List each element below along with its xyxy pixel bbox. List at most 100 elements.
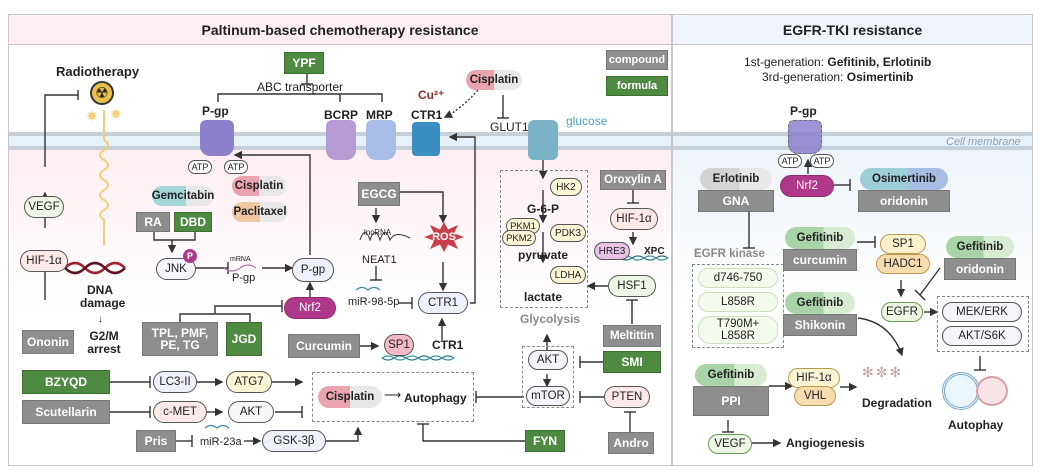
vhl-node: VHL xyxy=(794,386,836,406)
bcrp-label: BCRP xyxy=(324,108,359,122)
degradation-label: Degradation xyxy=(862,396,933,410)
mtor-node: mTOR xyxy=(526,386,570,406)
mek-erk-node: MEK/ERK xyxy=(942,302,1022,322)
pgp-transporter-label: P-gp xyxy=(202,104,229,118)
glycolysis-label: Glycolysis xyxy=(520,312,581,326)
pgp-mrna-label: P-gp xyxy=(232,272,256,284)
platinum-panel-title: Paltinum-based chemotherapy resistance xyxy=(9,15,671,45)
jnk-node: JNK xyxy=(156,258,196,280)
paclitaxel-drug: Paclitaxel xyxy=(232,202,288,222)
osimertinib-drug: Osimertinib xyxy=(860,168,948,190)
dna-damage-label: DNA damage xyxy=(80,283,126,310)
downstream-box xyxy=(937,296,1029,352)
mrp-transporter-icon xyxy=(366,120,396,160)
dbd-box: DBD xyxy=(174,212,212,232)
cmet-node: c-MET xyxy=(153,401,207,423)
ononin-box: Ononin xyxy=(22,330,74,354)
gna-box: GNA xyxy=(698,190,774,212)
degradation-icon: ✻✼✻ xyxy=(862,364,904,380)
angiogenesis-label: Angiogenesis xyxy=(786,436,865,450)
sp1-right-node: SP1 xyxy=(880,234,926,254)
lncrna-label: lncRNA xyxy=(364,228,392,237)
cisplatin-pgp-drug: Cisplatin xyxy=(232,176,286,196)
glut1-transporter-icon xyxy=(528,120,558,160)
bcrp-transporter-icon xyxy=(326,120,356,160)
gen1-text: 1st-generation: Gefitinib, Erlotinib xyxy=(744,55,931,69)
autophagy-label: Autophagy xyxy=(404,391,467,405)
gen3-drugs: Osimertinib xyxy=(846,70,914,84)
egcg-box: EGCG xyxy=(358,182,400,206)
ctr1-node: CTR1 xyxy=(418,292,468,314)
mrna-label: mRNA xyxy=(230,256,251,263)
gen1-prefix: 1st-generation: xyxy=(744,55,828,69)
autophagosome-icon xyxy=(942,372,980,410)
egfr-mutations-box xyxy=(692,264,784,348)
gemcitabin-drug: Gemcitabin xyxy=(152,186,214,206)
g6p-label: G-6-P xyxy=(527,202,560,216)
gefitinib-ppi-drug: Gefitinib xyxy=(695,364,767,386)
ctr1-gene-label: CTR1 xyxy=(432,338,464,352)
abc-transporter-label: ABC transporter xyxy=(257,80,344,94)
egfr-node: EGFR xyxy=(881,302,923,322)
cell-membrane-right xyxy=(673,132,1032,150)
lysosome-icon xyxy=(976,376,1008,406)
atp-right-left: ATP xyxy=(778,154,802,168)
cisplatin-top-drug: Cisplatin xyxy=(466,70,522,90)
gen3-text: 3rd-generation: Osimertinib xyxy=(762,70,913,84)
oridonin-box-1: oridonin xyxy=(858,190,950,212)
atp-right: ATP xyxy=(224,160,248,174)
lactate-label: lactate xyxy=(524,290,563,304)
pgp-right-transporter-icon xyxy=(788,120,822,154)
smi-box: SMI xyxy=(603,351,661,373)
vegf-right-node: VEGF xyxy=(708,434,752,454)
egfr-panel-title: EGFR-TKI resistance xyxy=(673,15,1032,45)
radiation-icon: ☢ xyxy=(90,81,114,105)
atp-left: ATP xyxy=(188,160,212,174)
andro-box: Andro xyxy=(608,432,654,454)
vegf-node: VEGF xyxy=(24,196,64,218)
mrp-label: MRP xyxy=(366,108,393,122)
pgp-right-label: P-gp xyxy=(790,104,817,118)
pgp-node: P-gp xyxy=(292,258,334,282)
curcumin-right-box: curcumin xyxy=(783,249,857,271)
hk2-node: HK2 xyxy=(550,178,582,196)
neat1-label: NEAT1 xyxy=(362,254,397,266)
akt-mtor-box xyxy=(522,346,574,408)
glycolysis-box xyxy=(500,170,588,308)
oridonin-box-2: oridonin xyxy=(944,258,1016,280)
hsf1-node: HSF1 xyxy=(608,275,656,297)
gefitinib-curcumin-drug: Gefitinib xyxy=(785,227,855,249)
mutation-l858r: L858R xyxy=(698,292,778,312)
fyn-box: FYN xyxy=(525,430,565,452)
erlotinib-drug: Erlotinib xyxy=(700,168,772,190)
nrf2-node: Nrf2 xyxy=(284,297,336,319)
cu-label: Cu²⁺ xyxy=(418,88,445,102)
ppi-box: PPI xyxy=(693,386,769,416)
cell-membrane-label: Cell membrane xyxy=(946,136,1021,148)
hif1a-node: HIF-1α xyxy=(20,250,68,272)
pgp-transporter-icon xyxy=(200,120,234,156)
pdk3-node: PDK3 xyxy=(550,224,586,242)
xpc-label: XPC xyxy=(644,246,665,257)
mutation-d746-750: d746-750 xyxy=(698,268,778,288)
nrf2-right-node: Nrf2 xyxy=(780,175,834,197)
hre3-node: HRE3 xyxy=(594,242,630,260)
radiation-spark-icon: ✸ xyxy=(86,108,98,124)
g2m-arrest-label: G2/M arrest xyxy=(87,329,121,356)
mir23a-label: miR-23a xyxy=(200,436,242,448)
gen1-drugs: Gefitinib, Erlotinib xyxy=(827,55,932,69)
pyruvate-label: pyruvate xyxy=(518,248,569,262)
mutation-t790m-l858r: T790M+ L858R xyxy=(698,316,778,344)
atp-right-right: ATP xyxy=(810,154,834,168)
glut1-label: GLUT1 xyxy=(490,120,529,134)
ctr1-transporter-label: CTR1 xyxy=(411,108,443,122)
bzyqd-box: BZYQD xyxy=(22,370,110,394)
ctr1-transporter-icon xyxy=(412,122,440,156)
jgd-box: JGD xyxy=(226,322,262,356)
lc3-node: LC3-II xyxy=(153,371,197,393)
legend-compound: compound xyxy=(606,50,668,70)
ldha-node: LDHA xyxy=(550,266,586,284)
shikonin-box: Shikonin xyxy=(783,314,857,336)
oroxylin-a-box: Oroxylin A xyxy=(600,170,666,190)
gen3-prefix: 3rd-generation: xyxy=(762,70,847,84)
